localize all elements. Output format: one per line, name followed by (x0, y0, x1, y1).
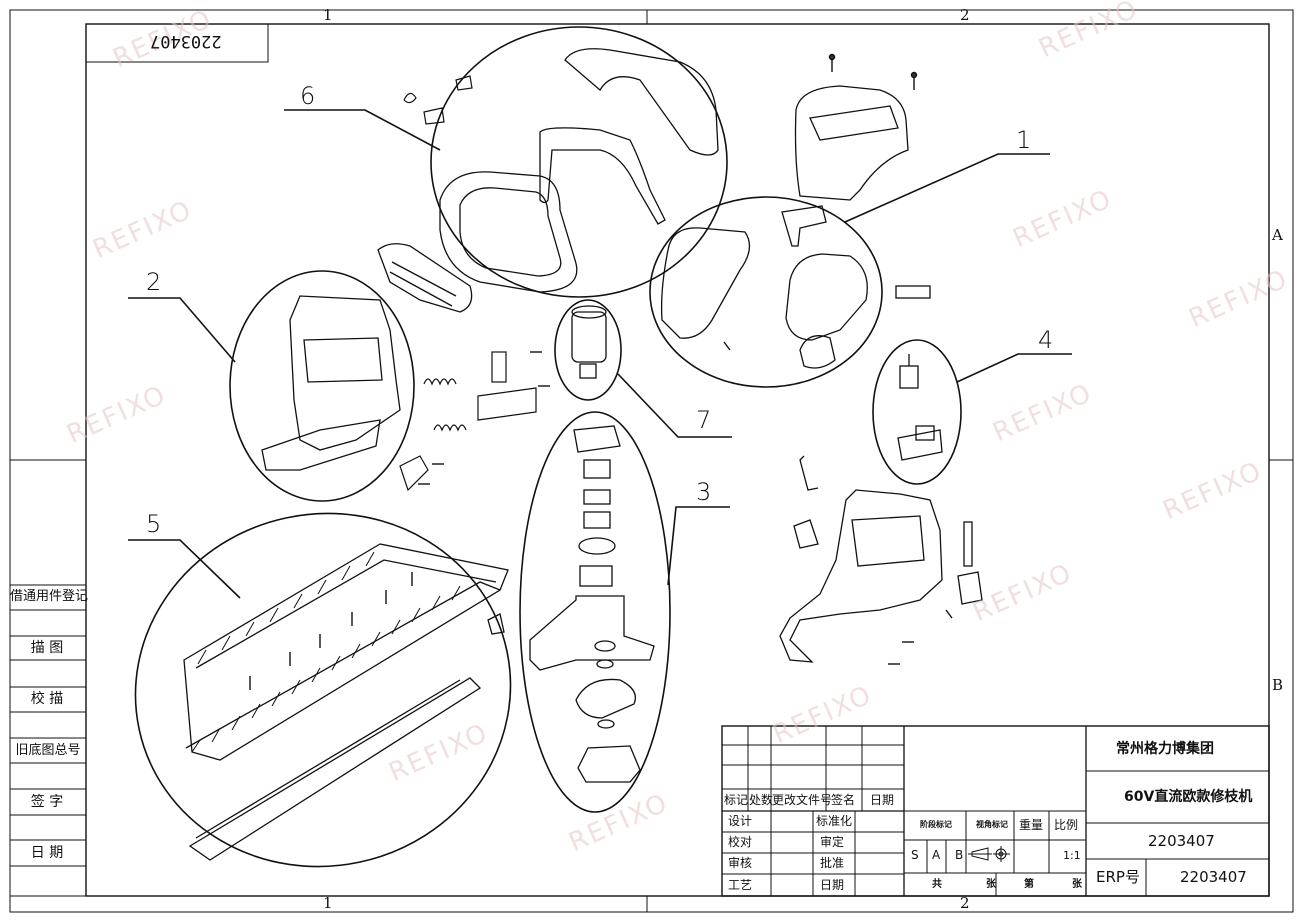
drawing-number: 2203407 (1148, 832, 1215, 850)
callout-1: 1 (1016, 126, 1032, 154)
check-label: 校对 (728, 835, 753, 849)
stage-a: A (932, 848, 941, 862)
view-mark-label: 视角标记 (976, 820, 1008, 829)
part-springs (399, 75, 537, 492)
number-stamp-box (85, 23, 269, 63)
sheet-no-label: 第 (1024, 879, 1034, 890)
stage-b: B (955, 848, 964, 862)
company-name: 常州格力博集团 (1116, 741, 1214, 757)
part-blade (183, 543, 509, 861)
blade-teeth (191, 551, 461, 753)
approve-label: 批准 (820, 856, 845, 870)
design-label: 设计 (728, 814, 753, 828)
part-motor (571, 305, 607, 379)
part-motor-housing (261, 243, 473, 471)
product-name: 60V直流欧款修枝机 (1124, 789, 1253, 805)
bubble-1 (649, 196, 883, 388)
callout-4: 4 (1038, 326, 1054, 354)
bubble-2 (229, 270, 415, 502)
scale-label: 比例 (1054, 818, 1079, 832)
register-proof-label: 校 描 (30, 691, 64, 707)
zone-label-A: A (1272, 226, 1283, 244)
zone-label-top-2: 2 (960, 6, 970, 24)
bubble-5 (134, 512, 512, 868)
assembly-bubbles (134, 26, 962, 868)
rev-date-header: 日期 (870, 793, 895, 807)
erp-number: 2203407 (1180, 868, 1247, 886)
stage-mark-label: 阶段标记 (920, 820, 952, 829)
rev-count-header: 处数 (749, 793, 774, 807)
projection-symbol-icon (968, 846, 1010, 862)
approval-date-label: 日期 (820, 878, 845, 892)
erp-label: ERP号 (1096, 868, 1140, 886)
callout-3: 3 (696, 478, 712, 506)
outer-border (9, 9, 1294, 913)
audit-label: 审定 (820, 835, 845, 849)
part-switch (897, 354, 943, 461)
part-rear-handle (660, 85, 931, 369)
rev-mark-header: 标记 (724, 793, 749, 807)
zone-label-bottom-2: 2 (960, 894, 970, 912)
bubble-6 (430, 26, 728, 298)
bubble-4 (872, 339, 962, 485)
number-stamp: 2203407 (150, 31, 222, 51)
register-loan-label: 借通用件登记 (10, 589, 89, 604)
screws (249, 53, 953, 690)
register-trace-label: 描 图 (30, 640, 64, 656)
rev-sign-header: 签名 (831, 793, 856, 807)
part-gear-housing (779, 455, 983, 663)
review-label: 审核 (728, 856, 753, 870)
rev-doc-header: 更改文件号 (772, 793, 833, 807)
sheet-unit-1: 张 (986, 879, 996, 890)
left-register (9, 584, 87, 897)
callout-6: 6 (300, 82, 316, 110)
standardize-label: 标准化 (816, 814, 853, 828)
register-sign-label: 签 字 (30, 794, 64, 810)
stage-s: S (911, 848, 919, 862)
zone-label-B: B (1272, 676, 1284, 694)
callout-5: 5 (146, 510, 162, 538)
callout-7: 7 (696, 406, 712, 434)
bubble-7 (554, 299, 622, 401)
sheet-unit-2: 张 (1072, 879, 1082, 890)
callout-2: 2 (146, 268, 162, 296)
register-date-label: 日 期 (30, 845, 64, 861)
zone-label-bottom-1: 1 (323, 894, 333, 912)
title-block (721, 725, 1270, 897)
zone-label-top-1: 1 (323, 6, 333, 24)
bubble-3 (519, 411, 671, 813)
leader-lines (128, 109, 1072, 599)
register-old-number-label: 旧底图总号 (15, 743, 81, 758)
weight-label: 重量 (1019, 818, 1044, 832)
scale-value: 1:1 (1063, 849, 1081, 862)
process-label: 工艺 (728, 878, 753, 892)
part-gear-stack (529, 425, 655, 783)
part-front-handle (439, 48, 719, 293)
total-sheets-label: 共 (932, 879, 942, 890)
